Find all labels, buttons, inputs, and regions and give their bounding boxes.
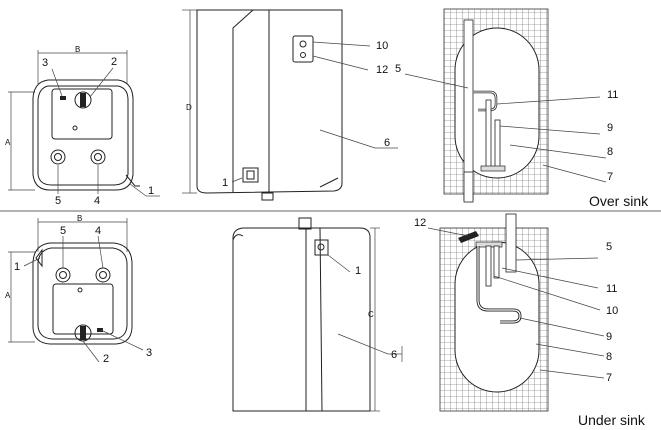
heater-body <box>32 79 134 191</box>
callout-11-under: 11 <box>606 283 617 295</box>
over-sink-section-view: 5 11 9 8 7 <box>395 8 618 203</box>
callout-7-under: 7 <box>606 372 612 384</box>
callout-7: 7 <box>607 171 613 183</box>
caption-under-sink: Under sink <box>578 412 646 428</box>
thermostat-under <box>314 239 329 256</box>
callout-5-section-under: 5 <box>606 241 612 253</box>
thermostat-knob <box>74 91 92 109</box>
callout-8-under: 8 <box>606 351 612 363</box>
mounting-bracket <box>242 167 259 183</box>
callout-6: 6 <box>384 137 390 149</box>
callout-5-under: 5 <box>60 225 66 237</box>
indicator-lamp <box>60 96 66 100</box>
thermostat-housing <box>292 35 314 63</box>
dim-d-label: D <box>186 103 192 112</box>
callout-5-section: 5 <box>395 63 401 75</box>
flange <box>480 165 506 172</box>
pipe-inlet-under <box>95 267 111 283</box>
dim-b-label-under: B <box>77 214 82 223</box>
callout-9-under: 9 <box>606 331 612 343</box>
callout-6-under: 6 <box>391 349 397 361</box>
heating-element-under <box>485 245 492 287</box>
callout-1-side-under: 1 <box>355 265 361 277</box>
callout-12-under: 12 <box>414 217 426 229</box>
callout-1: 1 <box>148 185 154 197</box>
heater-side-body <box>196 9 343 194</box>
under-sink-side-view: C 1 6 <box>232 217 403 412</box>
dim-a-label: A <box>5 138 11 147</box>
pipe-outlet <box>50 149 66 165</box>
dim-c-label: C <box>368 310 374 319</box>
callout-8: 8 <box>607 146 613 158</box>
callout-12: 12 <box>376 64 388 76</box>
over-sink-side-view: D 10 12 6 1 <box>182 9 398 201</box>
pipe-inlet <box>90 149 106 165</box>
under-sink-front-view: B A 5 4 1 2 3 <box>5 214 152 365</box>
caption-over-sink: Over sink <box>589 193 649 209</box>
top-pipe-stub <box>298 217 312 230</box>
callout-4-under: 4 <box>95 225 101 237</box>
callout-10: 10 <box>376 40 388 52</box>
callout-2-under: 2 <box>103 353 109 365</box>
callout-1-side: 1 <box>222 177 228 189</box>
callout-11: 11 <box>607 89 618 101</box>
dim-b-label: B <box>75 45 80 54</box>
callout-3: 3 <box>42 57 48 69</box>
callout-5: 5 <box>55 195 61 207</box>
hot-water-pipe <box>505 213 517 273</box>
heater-body-under <box>32 242 133 345</box>
over-sink-front-view: B A 3 2 5 4 1 <box>5 45 160 207</box>
under-sink-section-view: 12 5 11 10 9 8 7 <box>414 213 618 412</box>
callout-4: 4 <box>94 195 100 207</box>
callout-3-under: 3 <box>146 347 152 359</box>
callout-1-under: 1 <box>14 261 20 273</box>
callout-10-under: 10 <box>606 305 618 317</box>
heater-side-body-under <box>232 227 371 412</box>
callout-9: 9 <box>607 122 613 134</box>
heating-element <box>485 99 492 169</box>
pipe-outlet-under <box>55 267 71 283</box>
control-panel <box>51 88 113 140</box>
dim-a-label-under: A <box>5 291 11 300</box>
callout-2: 2 <box>111 56 117 68</box>
